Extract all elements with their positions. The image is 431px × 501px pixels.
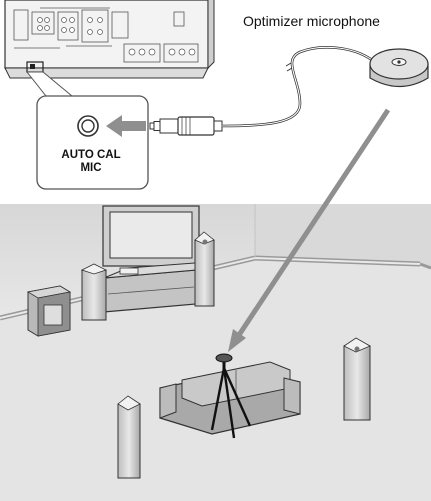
front-left-speaker [82,264,106,320]
surround-left-speaker [118,396,140,478]
mini-plug [150,117,222,135]
microphone-label: Optimizer microphone [243,13,380,29]
auto-cal-mic-jack [78,116,98,136]
jack-label-line1: AUTO CAL [61,149,120,161]
television [103,206,199,271]
subwoofer [28,286,70,336]
jack-label-line2: MIC [80,162,101,174]
receiver [5,0,214,78]
surround-right-speaker [344,338,370,420]
front-right-speaker [195,232,214,306]
optimizer-microphone [370,49,428,87]
